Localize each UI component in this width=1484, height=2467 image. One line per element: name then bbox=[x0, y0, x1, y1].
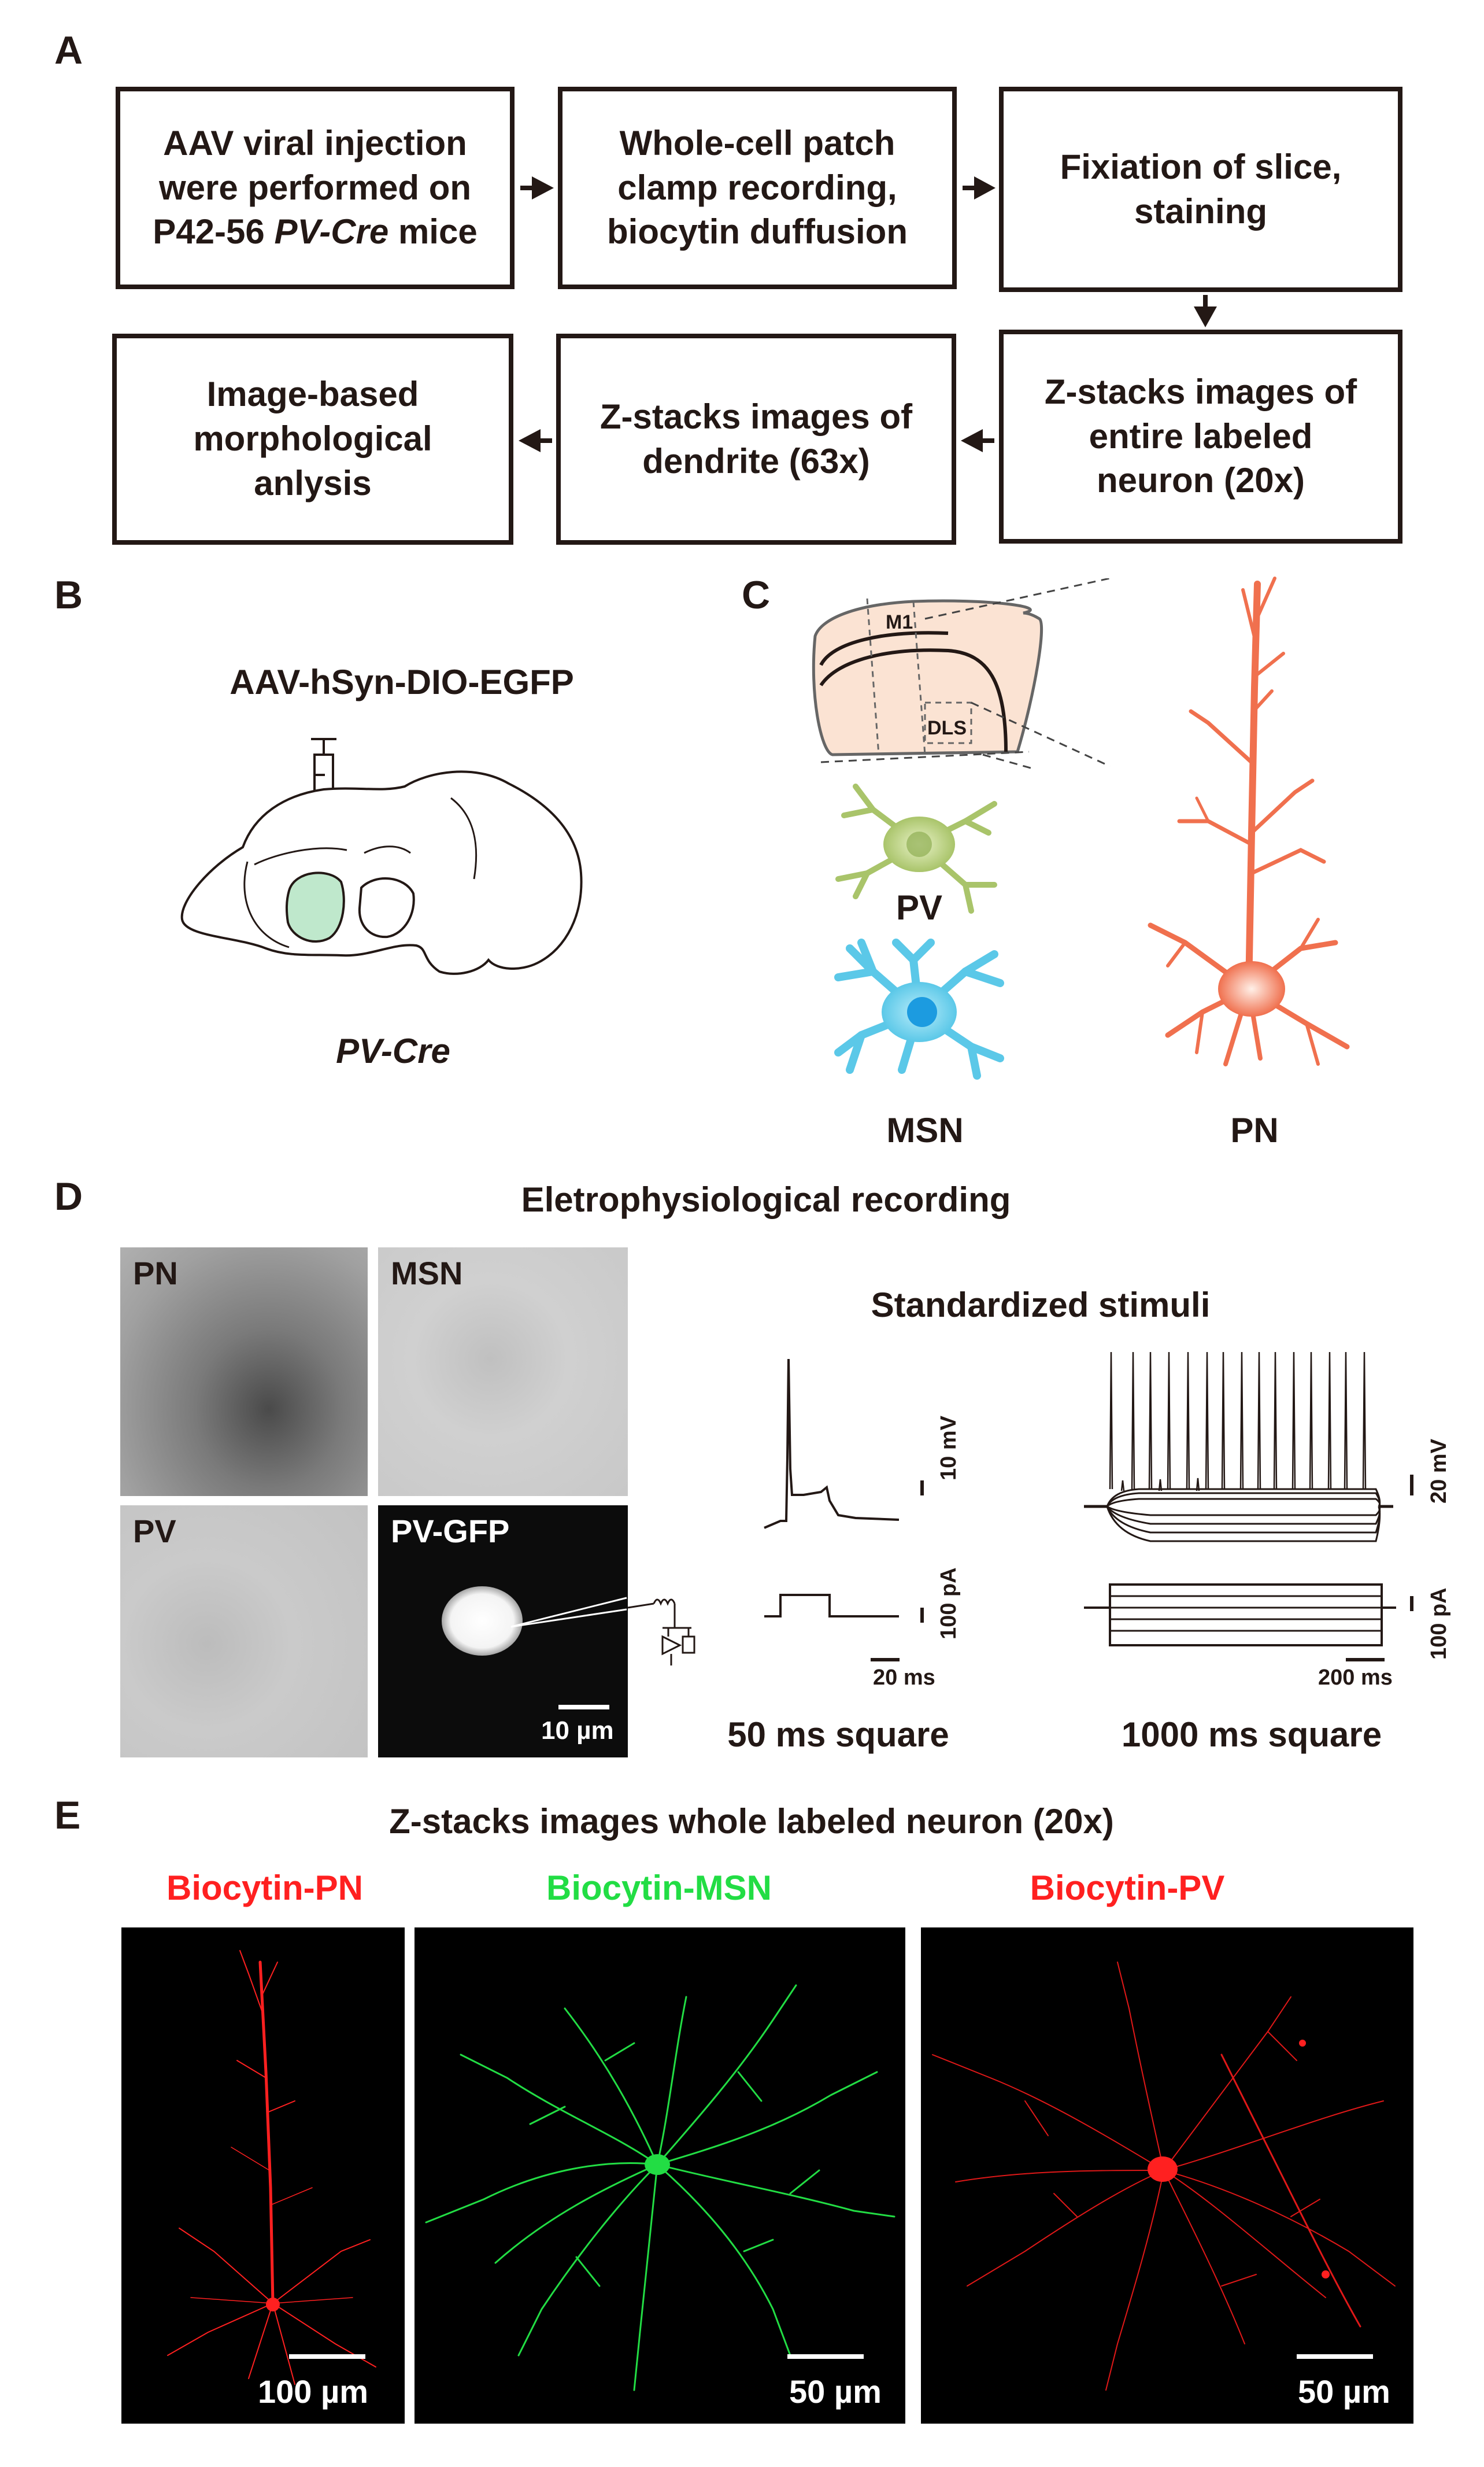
flow-box-injection: AAV viral injection were performed on P4… bbox=[116, 87, 515, 289]
stimulus-caption-1000ms: 1000 ms square bbox=[1121, 1715, 1382, 1754]
flow-box-zstack-63x: Z-stacks images of dendrite (63x) bbox=[556, 334, 956, 545]
cell-label-pn: PN bbox=[1230, 1111, 1279, 1150]
pipette-lines bbox=[510, 1597, 627, 1628]
micrograph-pv-gfp: PV-GFP 10 µm bbox=[378, 1505, 628, 1757]
mouse-line-italic: PV-Cre bbox=[274, 212, 389, 252]
striatum-injection-site bbox=[285, 871, 345, 943]
region-label-m1: M1 bbox=[886, 611, 913, 633]
flow-box-line: Image-based bbox=[206, 375, 419, 414]
micrograph-label: PN bbox=[133, 1255, 178, 1291]
micrograph-pn: PN bbox=[120, 1247, 368, 1496]
image-label-pv: Biocytin-PV bbox=[1030, 1868, 1225, 1907]
zoom-dash-lines bbox=[820, 578, 1111, 770]
voltage-trace bbox=[764, 1358, 900, 1529]
arrowhead-left-1-icon bbox=[961, 429, 983, 452]
scale-bar-pn bbox=[289, 2354, 365, 2359]
flow-box-line-mixed: P42-56 PV-Cre mice bbox=[153, 210, 477, 254]
region-label-dls: DLS bbox=[927, 717, 967, 739]
panel-letter-b: B bbox=[54, 573, 83, 617]
flow-box-zstack-20x: Z-stacks images of entire labeled neuron… bbox=[999, 330, 1402, 544]
micrograph-label: PV-GFP bbox=[391, 1513, 510, 1549]
confocal-image-msn: 50 µm bbox=[415, 1927, 905, 2424]
flow-box-line: Fixiation of slice, bbox=[1060, 147, 1342, 186]
panel-letter-c: C bbox=[742, 573, 771, 617]
msn-neuron-icon bbox=[834, 939, 1004, 1080]
gfp-cell-body bbox=[442, 1586, 523, 1656]
micro-scale-bar bbox=[558, 1705, 609, 1709]
time-scale-right: 200 ms bbox=[1318, 1665, 1393, 1690]
micrograph-label: MSN bbox=[391, 1255, 463, 1291]
ephys-trace-1000ms bbox=[1084, 1351, 1413, 1661]
current-step-trace bbox=[764, 1594, 899, 1617]
arrowhead-left-2-icon bbox=[519, 429, 541, 452]
current-scale-left: 100 pA bbox=[937, 1567, 961, 1639]
virus-label: AAV-hSyn-DIO-EGFP bbox=[230, 663, 574, 701]
confocal-image-pv: 50 µm bbox=[921, 1927, 1413, 2424]
pv-neuron-icon bbox=[835, 784, 997, 914]
flow-box-line: clamp recording, bbox=[617, 168, 897, 207]
time-scale-left: 20 ms bbox=[873, 1665, 935, 1690]
stimuli-title: Standardized stimuli bbox=[871, 1286, 1211, 1324]
flow-box-line-suffix: mice bbox=[388, 212, 478, 252]
flow-box-line: Whole-cell patch bbox=[619, 123, 895, 163]
confocal-image-pn: 100 µm bbox=[121, 1927, 405, 2424]
image-label-msn: Biocytin-MSN bbox=[546, 1868, 772, 1907]
flow-arrows bbox=[519, 176, 1217, 452]
flow-box-line: morphological bbox=[193, 419, 432, 459]
flow-box-line: neuron (20x) bbox=[1096, 461, 1305, 500]
flow-box-line: were performed on bbox=[158, 168, 472, 207]
panel-letter-d: D bbox=[54, 1175, 83, 1218]
biocytin-msn-neuron bbox=[425, 1984, 895, 2391]
arrowhead-right-1-icon bbox=[532, 176, 554, 200]
scale-label-msn: 50 µm bbox=[789, 2373, 882, 2410]
flow-box-line: biocytin duffusion bbox=[607, 212, 908, 252]
micrograph-pv: PV bbox=[120, 1505, 368, 1757]
current-scale-right: 100 pA bbox=[1427, 1587, 1451, 1660]
micrograph-label: PV bbox=[133, 1513, 176, 1549]
amplifier-icon bbox=[628, 1598, 695, 1665]
coronal-section-diagram bbox=[812, 598, 1043, 756]
micrograph-msn: MSN bbox=[378, 1247, 628, 1496]
flow-box-line: entire labeled bbox=[1089, 416, 1313, 456]
scale-label-pv: 50 µm bbox=[1298, 2373, 1390, 2410]
flow-box-line-prefix: P42-56 bbox=[153, 212, 275, 252]
micro-scale-label: 10 µm bbox=[541, 1716, 614, 1745]
scale-label-pn: 100 µm bbox=[258, 2373, 369, 2410]
panel-letter-e: E bbox=[54, 1793, 81, 1837]
dls-roi-box bbox=[924, 701, 972, 744]
panel-e-title: Z-stacks images whole labeled neuron (20… bbox=[389, 1802, 1114, 1841]
panel-letter-a: A bbox=[54, 28, 83, 72]
scale-bar-pv bbox=[1297, 2354, 1373, 2359]
ephys-trace-50ms bbox=[764, 1358, 924, 1661]
panel-d-title: Eletrophysiological recording bbox=[521, 1180, 1011, 1219]
flow-box-patch-clamp: Whole-cell patch clamp recording, biocyt… bbox=[558, 87, 957, 289]
biocytin-pn-neuron bbox=[167, 1950, 376, 2385]
cell-label-pv: PV bbox=[895, 888, 943, 927]
flow-box-line: Z-stacks images of bbox=[599, 397, 913, 436]
cell-label-msn: MSN bbox=[886, 1111, 964, 1150]
flow-box-line: dendrite (63x) bbox=[642, 441, 870, 481]
arrowhead-down-icon bbox=[1194, 306, 1217, 327]
voltage-scale-right: 20 mV bbox=[1427, 1439, 1451, 1504]
mouse-line-label: PV-Cre bbox=[336, 1032, 450, 1070]
scale-bar-msn bbox=[787, 2354, 864, 2359]
flow-box-line: staining bbox=[1134, 191, 1267, 231]
pn-neuron-icon bbox=[1148, 577, 1350, 1066]
stimulus-caption-50ms: 50 ms square bbox=[727, 1715, 949, 1754]
flow-box-analysis: Image-based morphological anlysis bbox=[112, 334, 513, 545]
voltage-scale-left: 10 mV bbox=[937, 1416, 961, 1480]
sagittal-brain-diagram bbox=[180, 738, 583, 975]
image-label-pn: Biocytin-PN bbox=[166, 1868, 364, 1907]
arrowhead-right-2-icon bbox=[974, 176, 995, 200]
biocytin-pv-neuron bbox=[932, 1962, 1396, 2391]
flow-box-line: Z-stacks images of bbox=[1044, 372, 1357, 411]
flow-box-line: anlysis bbox=[254, 463, 372, 503]
flow-box-fixation: Fixiation of slice, staining bbox=[999, 87, 1402, 292]
flow-box-line: AAV viral injection bbox=[163, 123, 467, 163]
brain-outline bbox=[180, 770, 583, 975]
